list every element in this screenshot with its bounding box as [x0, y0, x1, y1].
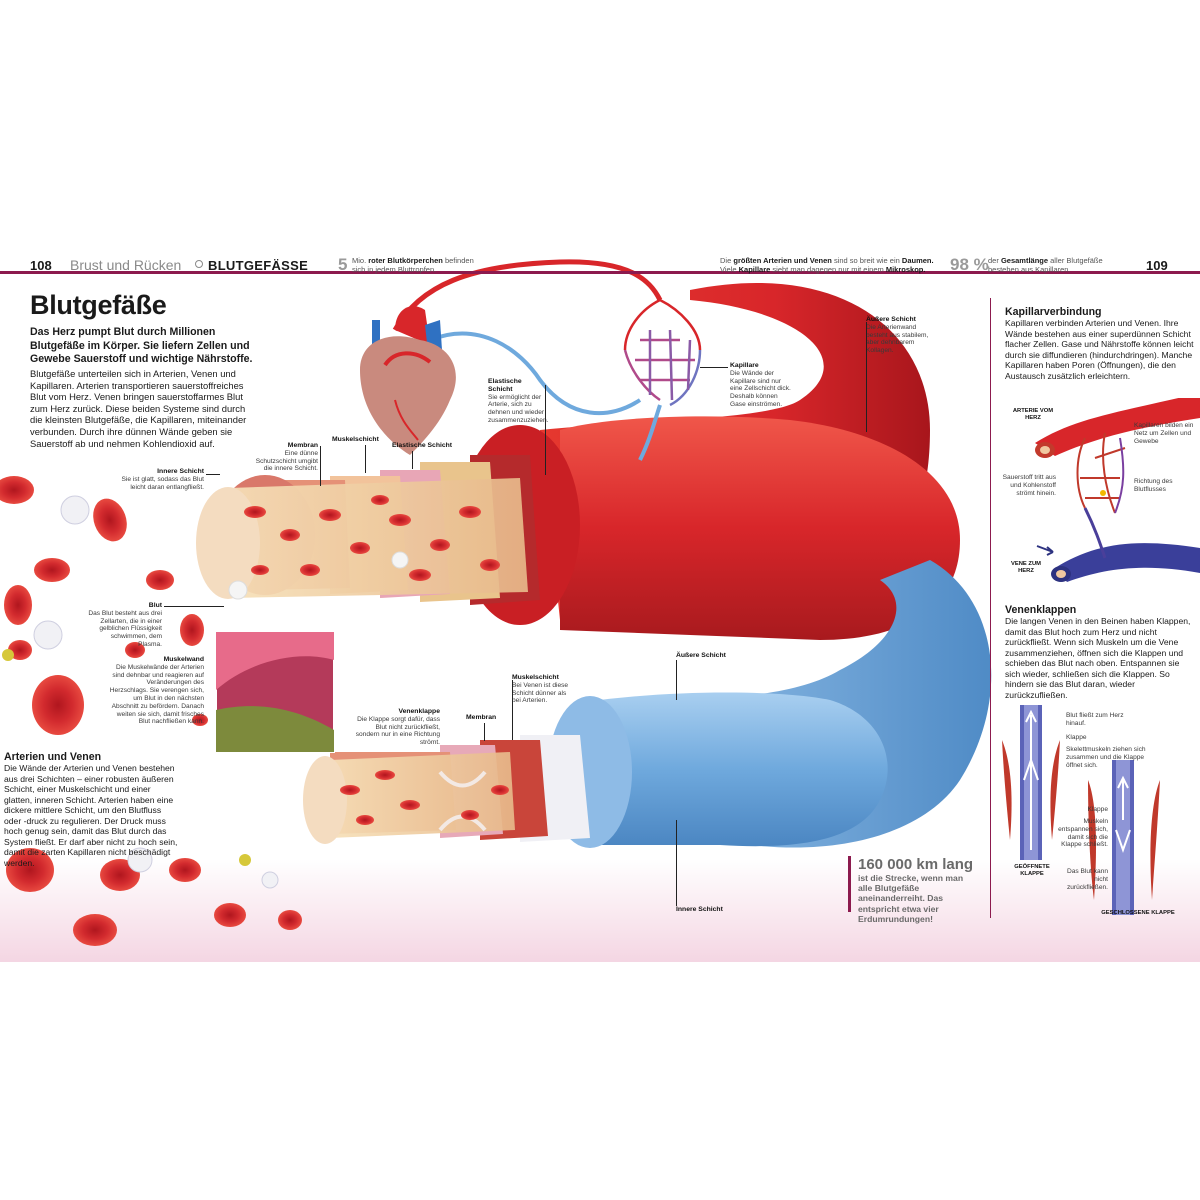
label-blut-kann-nicht: Das Blut kann nicht zurückfließen.	[1066, 868, 1108, 891]
venenklappen-heading: Venenklappen	[1005, 604, 1077, 616]
label-arterie-vom-herz: ARTERIE VOM HERZ	[1012, 408, 1054, 421]
heart-illustration	[360, 306, 456, 455]
fact3-text: der Gesamtlänge aller Blutgefäße bestehe…	[988, 256, 1103, 274]
infobox-accent-bar	[848, 856, 851, 912]
column-divider	[990, 298, 991, 918]
leader-line	[676, 820, 677, 906]
leader-line	[206, 474, 220, 475]
venenklappen-text: Die langen Venen in den Beinen haben Kla…	[1005, 616, 1191, 700]
fact1-text: Mio. roter Blutkörperchen befinden sich …	[352, 256, 474, 274]
fact3-number: 98 %	[950, 255, 989, 274]
page-number-left: 108	[30, 258, 52, 273]
label-geschlossene-klappe: GESCHLOSSENE KLAPPE	[1101, 910, 1175, 916]
leader-line	[365, 445, 366, 473]
label-klappe-2: Klappe	[1087, 806, 1108, 813]
intro-body: Blutgefäße unterteilen sich in Arterien,…	[30, 368, 247, 449]
page-title: Blutgefäße	[30, 290, 167, 320]
infobox-text: ist die Strecke, wenn man alle Blutgefäß…	[858, 873, 964, 924]
header-rule	[0, 271, 1200, 274]
label-elastische-schicht: Elastische Schicht	[392, 442, 453, 449]
leader-line	[164, 606, 224, 607]
venenklappen-diagram	[1002, 705, 1160, 915]
fact1-number: 5	[338, 255, 348, 274]
label-richtung: Richtung des Blutflusses	[1134, 478, 1173, 493]
leader-line	[484, 723, 485, 741]
leader-line	[412, 451, 413, 469]
chapter-title: Brust und Rücken	[70, 257, 182, 273]
page-number-right: 109	[1146, 258, 1168, 273]
label-blut-fliesst: Blut fließt zum Herz hinauf.	[1066, 712, 1124, 727]
label-geoeffnete-klappe: GEÖFFNETE KLAPPE	[1014, 864, 1050, 877]
label-venen-aeussere-schicht: Äußere Schicht	[676, 652, 726, 659]
leader-line	[320, 446, 321, 486]
fact2-text: Die größten Arterien und Venen sind so b…	[720, 256, 934, 274]
muscle-wall-inset	[215, 631, 335, 753]
leader-line	[700, 367, 728, 368]
label-netz: Kapillaren bilden ein Netz um Zellen und…	[1134, 422, 1194, 445]
label-muskelschicht: Muskelschicht	[332, 436, 379, 443]
lead-text: Das Herz pumpt Blut durch Millionen Blut…	[30, 326, 253, 365]
label-venen-membran: Membran	[466, 714, 497, 721]
kapillar-diagram	[1035, 398, 1200, 582]
arterien-body: Die Wände der Arterien und Venen bestehe…	[4, 763, 178, 868]
label-venen-innere-schicht: Innere Schicht	[676, 906, 723, 913]
artery-cross-section	[196, 455, 540, 605]
leader-line	[676, 660, 677, 700]
leader-line	[512, 680, 513, 740]
label-muskeln-entspannen: Muskeln entspannen sich, damit sich die …	[1058, 818, 1108, 849]
section-title: BLUTGEFÄSSE	[208, 258, 309, 273]
chapter-dot-icon	[195, 260, 203, 268]
leader-line	[866, 322, 867, 432]
kapillar-heading: Kapillarverbindung	[1005, 306, 1102, 318]
infobox-headline: 160 000 km lang	[858, 856, 974, 873]
label-klappe-1: Klappe	[1066, 734, 1087, 741]
label-skelettmuskeln: Skelettmuskeln ziehen sich zusammen und …	[1066, 746, 1146, 769]
leader-line	[545, 385, 546, 475]
vein-cross-section	[303, 735, 590, 844]
arterien-heading: Arterien und Venen	[4, 751, 102, 763]
label-vene-zum-herz: VENE ZUM HERZ	[1011, 561, 1041, 574]
kapillar-text: Kapillaren verbinden Arterien und Venen.…	[1005, 318, 1194, 381]
label-sauerstoff: Sauerstoff tritt aus und Kohlenstoff str…	[1002, 474, 1056, 497]
capillary-network	[623, 298, 702, 461]
